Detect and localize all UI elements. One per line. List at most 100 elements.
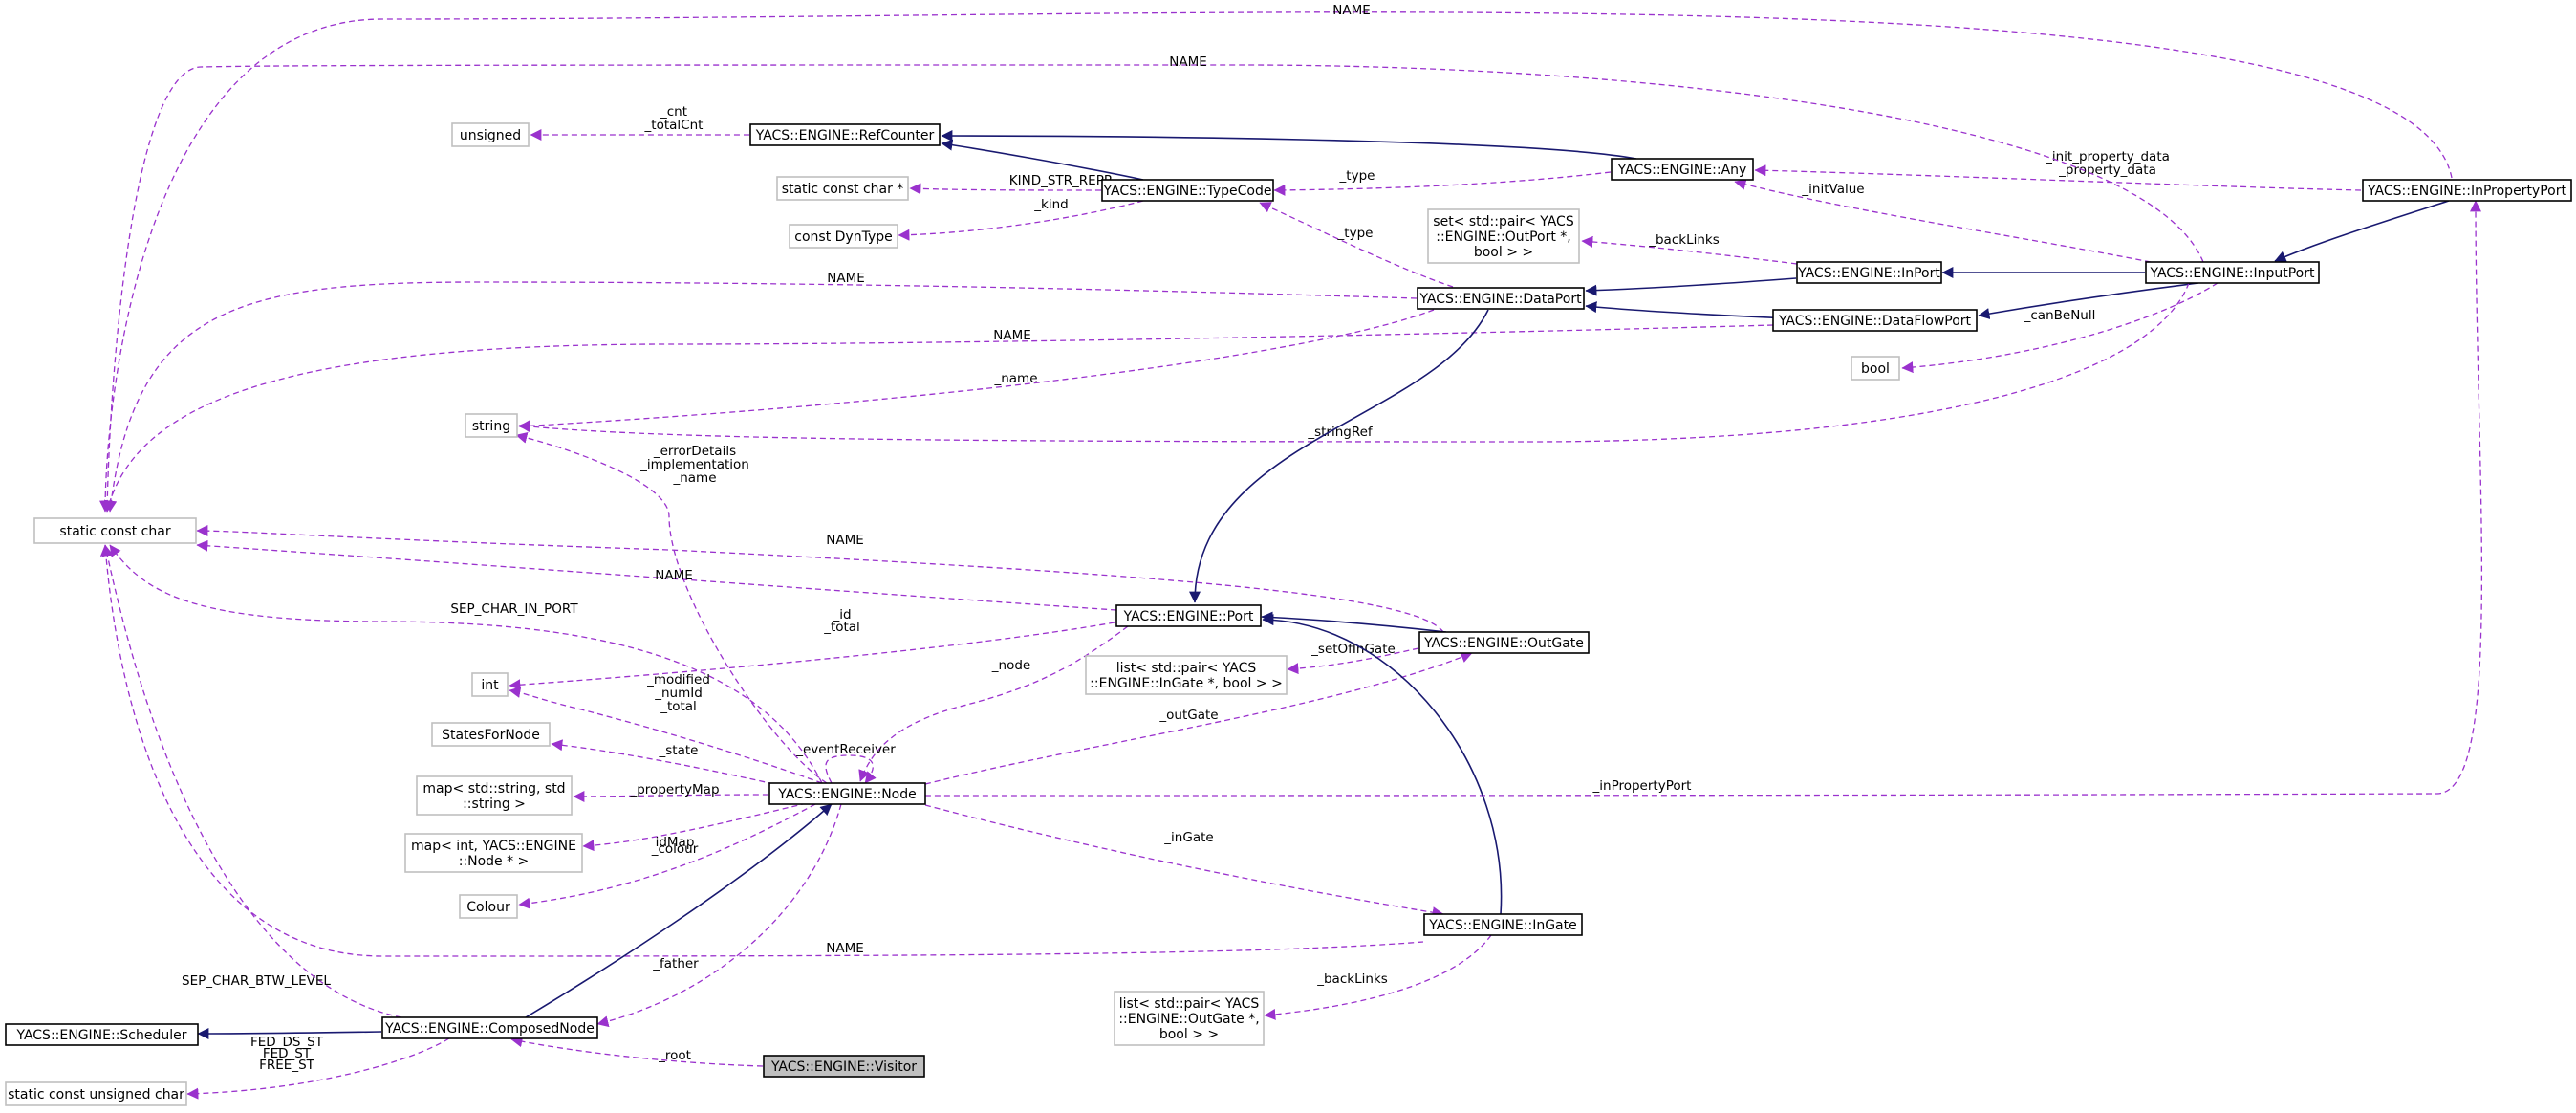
node-label: YACS::ENGINE::InPropertyPort xyxy=(2367,184,2566,199)
edge-line xyxy=(197,1027,382,1039)
node-map_int: map< int, YACS::ENGINE::Node * > xyxy=(404,833,583,873)
node-bool: bool xyxy=(1851,356,1900,381)
edge-line xyxy=(573,790,769,802)
node-composednode[interactable]: YACS::ENGINE::ComposedNode xyxy=(381,1016,598,1039)
edge-ingate-static_const_char: NAME xyxy=(99,544,1424,957)
edge-label: FED_ST xyxy=(263,1046,312,1061)
edge-visitor-composednode: _root xyxy=(510,1036,764,1067)
nodes-layer: YACS::ENGINE::Visitor YACS::ENGINE::Compo… xyxy=(5,122,2572,1106)
node-outgate[interactable]: YACS::ENGINE::OutGate xyxy=(1418,631,1590,654)
node-unsigned: unsigned xyxy=(451,122,530,147)
edge-dataport-port xyxy=(1189,309,1489,603)
edge-inputport-any: _initValue xyxy=(1734,179,2152,263)
node-box xyxy=(1417,287,1585,310)
node-label: YACS::ENGINE::Scheduler xyxy=(15,1028,186,1043)
node-node[interactable]: YACS::ENGINE::Node xyxy=(768,782,926,805)
node-port[interactable]: YACS::ENGINE::Port xyxy=(1115,604,1262,627)
edge-line xyxy=(898,200,1144,241)
edge-label: _cnt xyxy=(660,104,687,120)
node-label: static const char * xyxy=(782,182,904,197)
edge-label: _canBeNull xyxy=(2024,308,2096,323)
edge-label: _modified xyxy=(646,672,710,687)
edge-line xyxy=(99,11,2453,513)
edges-layer: _cnt_totalCntKIND_STR_REPR_kind_type_ini… xyxy=(99,3,2483,1100)
edge-line xyxy=(1262,614,1503,915)
node-label: map< std::string, std xyxy=(422,781,565,797)
edge-label: NAME xyxy=(1169,55,1207,70)
node-label: set< std::pair< YACS xyxy=(1433,214,1574,229)
node-string: string xyxy=(465,413,518,438)
node-label: YACS::ENGINE::OutGate xyxy=(1423,636,1584,651)
edge-line xyxy=(518,803,816,909)
edge-line xyxy=(596,803,842,1028)
node-label: static const char xyxy=(59,524,170,539)
node-label: YACS::ENGINE::Visitor xyxy=(770,1059,917,1075)
node-scheduler[interactable]: YACS::ENGINE::Scheduler xyxy=(5,1023,199,1046)
edge-typecode-static_const_char_ptr: KIND_STR_REPR xyxy=(909,173,1113,195)
edge-composednode-static_const_char: SEP_CHAR_BTW_LEVEL xyxy=(101,544,402,1018)
node-inputport[interactable]: YACS::ENGINE::InputPort xyxy=(2145,261,2320,284)
edge-label: NAME xyxy=(655,568,693,583)
node-label: StatesForNode xyxy=(442,728,540,743)
edge-line xyxy=(1901,282,2219,374)
edge-label: NAME xyxy=(1332,3,1371,18)
edge-ingate-list_outgate: _backLinks xyxy=(1264,934,1492,1020)
edge-label: _inPropertyPort xyxy=(1592,778,1692,794)
node-label: list< std::pair< YACS xyxy=(1116,661,1257,676)
edge-node-outgate: _outGate xyxy=(924,651,1473,785)
node-refcounter[interactable]: YACS::ENGINE::RefCounter xyxy=(749,123,941,146)
edge-typecode-const_dyntype: _kind xyxy=(898,197,1144,241)
node-inport[interactable]: YACS::ENGINE::InPort xyxy=(1796,261,1942,284)
edge-line xyxy=(109,544,823,784)
node-label: YACS::ENGINE::ComposedNode xyxy=(384,1021,595,1037)
node-inpropertyport[interactable]: YACS::ENGINE::InPropertyPort xyxy=(2362,179,2572,202)
edge-node-map_int: idMap xyxy=(582,802,808,852)
node-label: ::ENGINE::OutPort *, xyxy=(1436,229,1571,245)
edge-label: idMap xyxy=(656,835,695,850)
edge-line xyxy=(941,130,1637,160)
node-ingate[interactable]: YACS::ENGINE::InGate xyxy=(1423,913,1583,936)
node-box xyxy=(471,672,509,697)
edge-line xyxy=(1264,934,1492,1020)
node-label: unsigned xyxy=(460,128,521,143)
node-box xyxy=(381,1016,598,1039)
edge-composednode-scheduler xyxy=(197,1027,382,1039)
node-box xyxy=(763,1055,925,1078)
edge-label: _property_data xyxy=(2058,163,2156,178)
node-typecode[interactable]: YACS::ENGINE::TypeCode xyxy=(1101,179,1274,202)
node-int: int xyxy=(471,672,509,697)
node-visitor[interactable]: YACS::ENGINE::Visitor xyxy=(763,1055,925,1078)
node-box xyxy=(789,224,898,249)
edge-label: _name xyxy=(993,371,1037,386)
edge-port-int: _id_total xyxy=(509,607,1115,691)
edge-label: SEP_CHAR_IN_PORT xyxy=(450,601,578,617)
edge-line xyxy=(924,804,1444,919)
node-label: ::Node * > xyxy=(459,854,530,869)
node-box xyxy=(451,122,530,147)
node-label: YACS::ENGINE::Node xyxy=(777,787,916,802)
node-list_outgate: list< std::pair< YACS::ENGINE::OutGate *… xyxy=(1114,991,1265,1046)
edge-line xyxy=(103,324,1774,513)
edge-inpropertyport-inputport xyxy=(2274,200,2450,262)
edge-refcounter-unsigned: _cnt_totalCnt xyxy=(530,104,750,141)
node-label: YACS::ENGINE::DataPort xyxy=(1418,292,1582,307)
node-box xyxy=(459,894,518,919)
node-dataflowport[interactable]: YACS::ENGINE::DataFlowPort xyxy=(1772,309,1978,332)
edge-inputport-dataflowport xyxy=(1978,282,2199,319)
edge-label: _kind xyxy=(1033,197,1068,212)
edge-label: SEP_CHAR_BTW_LEVEL xyxy=(182,973,331,989)
node-any[interactable]: YACS::ENGINE::Any xyxy=(1611,158,1754,181)
edge-inputport-bool: _canBeNull xyxy=(1901,282,2219,374)
node-static_const_char: static const char xyxy=(33,517,197,544)
edge-label: _setOfInGate xyxy=(1310,642,1396,657)
edge-port-node: _node xyxy=(858,625,1129,782)
edge-line xyxy=(1585,277,1797,296)
edge-line xyxy=(551,739,775,785)
edge-line xyxy=(99,544,1424,957)
edge-inpropertyport-static_const_char: NAME xyxy=(99,3,2453,513)
node-box xyxy=(33,517,197,544)
node-dataport[interactable]: YACS::ENGINE::DataPort xyxy=(1417,287,1585,310)
edge-label: _backLinks xyxy=(1648,232,1720,248)
edge-typecode-refcounter xyxy=(941,139,1144,181)
